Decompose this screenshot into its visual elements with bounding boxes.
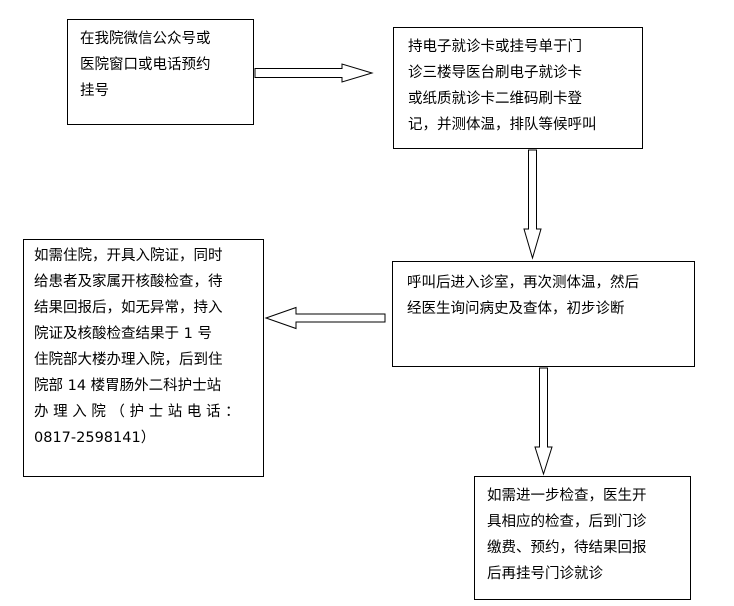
step-line: 结果回报后，如无异常，持入 (34, 300, 223, 316)
step-line: 呼叫后进入诊室，再次测体温，然后 (407, 275, 639, 291)
step-line: 住院部大楼办理入院，后到住 (34, 352, 223, 368)
step-line: 院部 14 楼胃肠外二科护士站 (34, 378, 222, 394)
step-line: 0817-2598141） (34, 430, 156, 446)
step-line: 缴费、预约，待结果回报 (487, 540, 647, 556)
step-line: 院证及核酸检查结果于 1 号 (34, 326, 212, 342)
step-line: 医院窗口或电话预约 (80, 57, 211, 73)
step-line: 如需住院，开具入院证，同时 (34, 248, 223, 264)
step-line: 或纸质就诊卡二维码刷卡登 (408, 91, 582, 107)
step-line: 给患者及家属开核酸检查，待 (34, 274, 223, 290)
step-line: 如需进一步检查，医生开 (487, 488, 647, 504)
arrow-down-icon (534, 367, 553, 476)
arrow-down-icon (523, 149, 542, 260)
step-box-consultation: 呼叫后进入诊室，再次测体温，然后 经医生询问病史及查体，初步诊断 (392, 261, 695, 367)
step-line: 在我院微信公众号或 (80, 31, 211, 47)
step-line: 记，并测体温，排队等候呼叫 (408, 117, 597, 133)
step-box-further-exam: 如需进一步检查，医生开 具相应的检查，后到门诊 缴费、预约，待结果回报 后再挂号… (474, 476, 691, 600)
step-line: 后再挂号门诊就诊 (487, 566, 603, 582)
arrow-left-icon (264, 306, 386, 330)
step-line: 经医生询问病史及查体，初步诊断 (407, 301, 625, 317)
step-box-appointment: 在我院微信公众号或 医院窗口或电话预约 挂号 (67, 19, 254, 125)
step-line: 办 理 入 院 （ 护 士 站 电 话 ： (34, 404, 240, 420)
step-line: 挂号 (80, 83, 109, 99)
step-line: 持电子就诊卡或挂号单于门 (408, 39, 582, 55)
step-box-hospitalization: 如需住院，开具入院证，同时 给患者及家属开核酸检查，待 结果回报后，如无异常，持… (23, 239, 264, 477)
arrow-right-icon (254, 63, 374, 83)
step-box-registration: 持电子就诊卡或挂号单于门 诊三楼导医台刷电子就诊卡 或纸质就诊卡二维码刷卡登 记… (393, 27, 643, 149)
step-line: 具相应的检查，后到门诊 (487, 514, 647, 530)
step-line: 诊三楼导医台刷电子就诊卡 (408, 65, 582, 81)
